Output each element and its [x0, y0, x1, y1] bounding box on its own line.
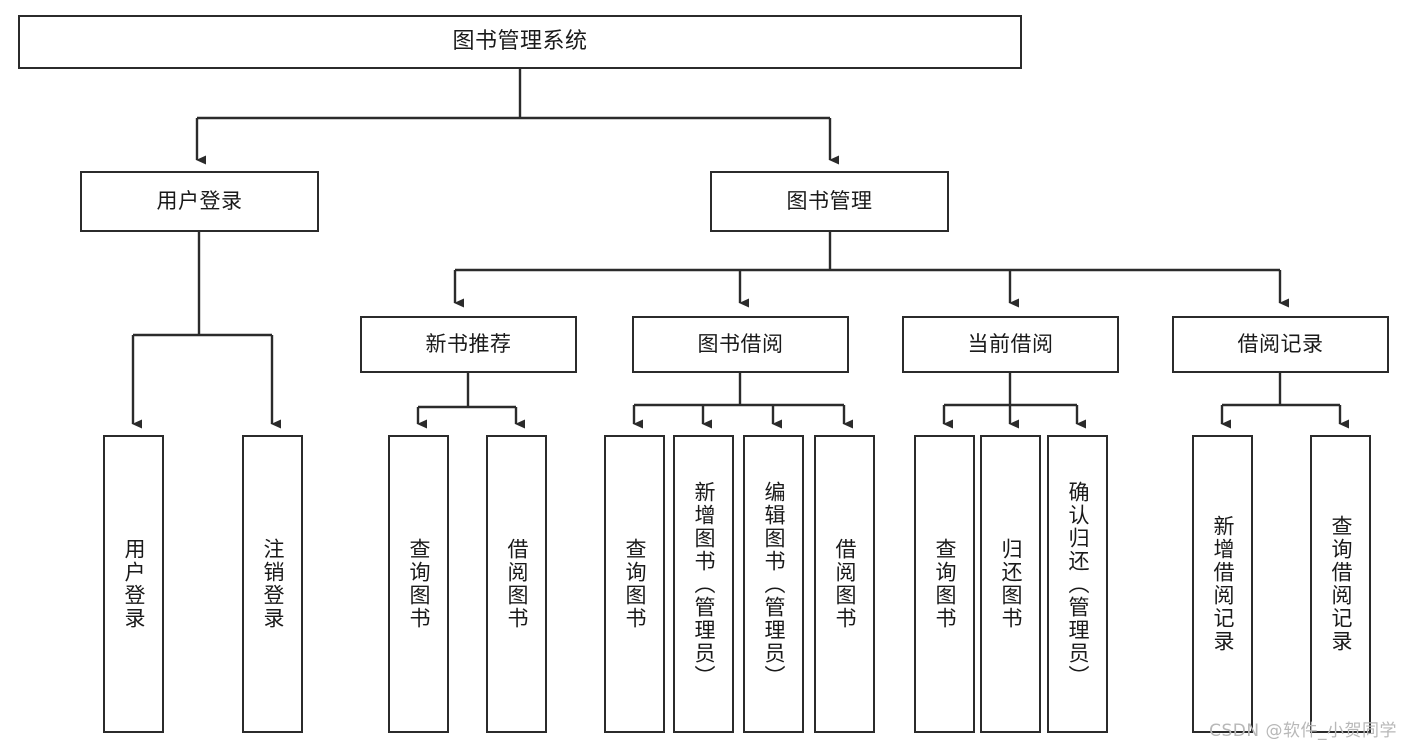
- node-current-borrow[interactable]: 当前借阅: [902, 316, 1119, 373]
- node-label: 借阅图书: [505, 538, 530, 630]
- node-label: 新书推荐: [425, 332, 512, 357]
- node-root-system[interactable]: 图书管理系统: [18, 15, 1022, 69]
- node-borrow-record[interactable]: 借阅记录: [1172, 316, 1389, 373]
- node-label: 注销登录: [261, 538, 286, 630]
- node-book-borrow[interactable]: 图书借阅: [632, 316, 849, 373]
- node-label: 用户登录: [122, 538, 147, 630]
- node-label: 用户登录: [156, 189, 243, 214]
- node-label: 查询图书: [407, 538, 432, 630]
- watermark-credit: CSDN @软件_小贺同学: [1209, 721, 1397, 741]
- node-user-login[interactable]: 用户登录: [80, 171, 319, 232]
- node-label: 查询图书: [623, 538, 648, 630]
- node-label: 新增图书（管理员）: [692, 480, 717, 688]
- leaf-book-borrow-edit[interactable]: 编辑图书（管理员）: [743, 435, 804, 733]
- node-label: 图书管理: [786, 189, 873, 214]
- node-label: 图书管理系统: [452, 29, 588, 55]
- node-new-book-recommend[interactable]: 新书推荐: [360, 316, 577, 373]
- leaf-book-borrow-query[interactable]: 查询图书: [604, 435, 665, 733]
- leaf-user-login-logout[interactable]: 注销登录: [242, 435, 303, 733]
- leaf-new-book-borrow[interactable]: 借阅图书: [486, 435, 547, 733]
- node-label: 图书借阅: [697, 332, 784, 357]
- leaf-new-book-query[interactable]: 查询图书: [388, 435, 449, 733]
- leaf-book-borrow-borrow[interactable]: 借阅图书: [814, 435, 875, 733]
- leaf-borrow-record-add[interactable]: 新增借阅记录: [1192, 435, 1253, 733]
- node-label: 归还图书: [999, 538, 1024, 630]
- node-label: 新增借阅记录: [1211, 515, 1236, 653]
- node-label: 确认归还（管理员）: [1066, 480, 1091, 688]
- node-label: 查询借阅记录: [1329, 515, 1354, 653]
- node-label: 当前借阅: [967, 332, 1054, 357]
- node-label: 编辑图书（管理员）: [762, 480, 787, 688]
- leaf-book-borrow-add[interactable]: 新增图书（管理员）: [673, 435, 734, 733]
- leaf-borrow-record-query[interactable]: 查询借阅记录: [1310, 435, 1371, 733]
- leaf-current-borrow-query[interactable]: 查询图书: [914, 435, 975, 733]
- leaf-user-login-login[interactable]: 用户登录: [103, 435, 164, 733]
- node-label: 借阅图书: [833, 538, 858, 630]
- leaf-current-borrow-return[interactable]: 归还图书: [980, 435, 1041, 733]
- leaf-current-borrow-confirm-return[interactable]: 确认归还（管理员）: [1047, 435, 1108, 733]
- node-label: 查询图书: [933, 538, 958, 630]
- node-book-management[interactable]: 图书管理: [710, 171, 949, 232]
- node-label: 借阅记录: [1237, 332, 1324, 357]
